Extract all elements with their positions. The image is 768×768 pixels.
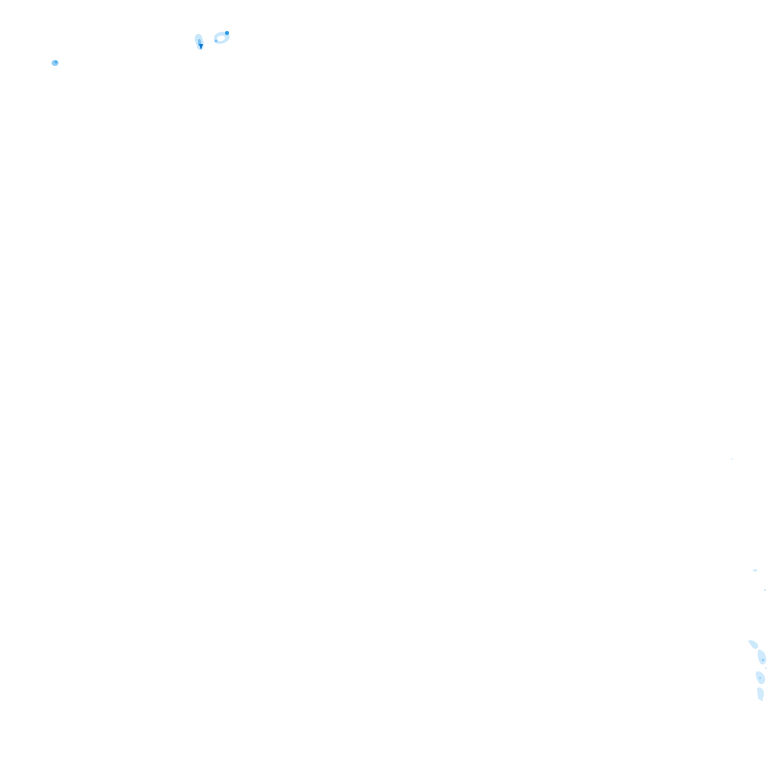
precip-band-east-edge	[748, 569, 767, 701]
precip-cell-northwest	[51, 60, 59, 66]
precip-cell-north-right	[214, 31, 230, 44]
precip-speck-east	[731, 458, 733, 460]
precip-cell-north-left	[194, 34, 204, 50]
